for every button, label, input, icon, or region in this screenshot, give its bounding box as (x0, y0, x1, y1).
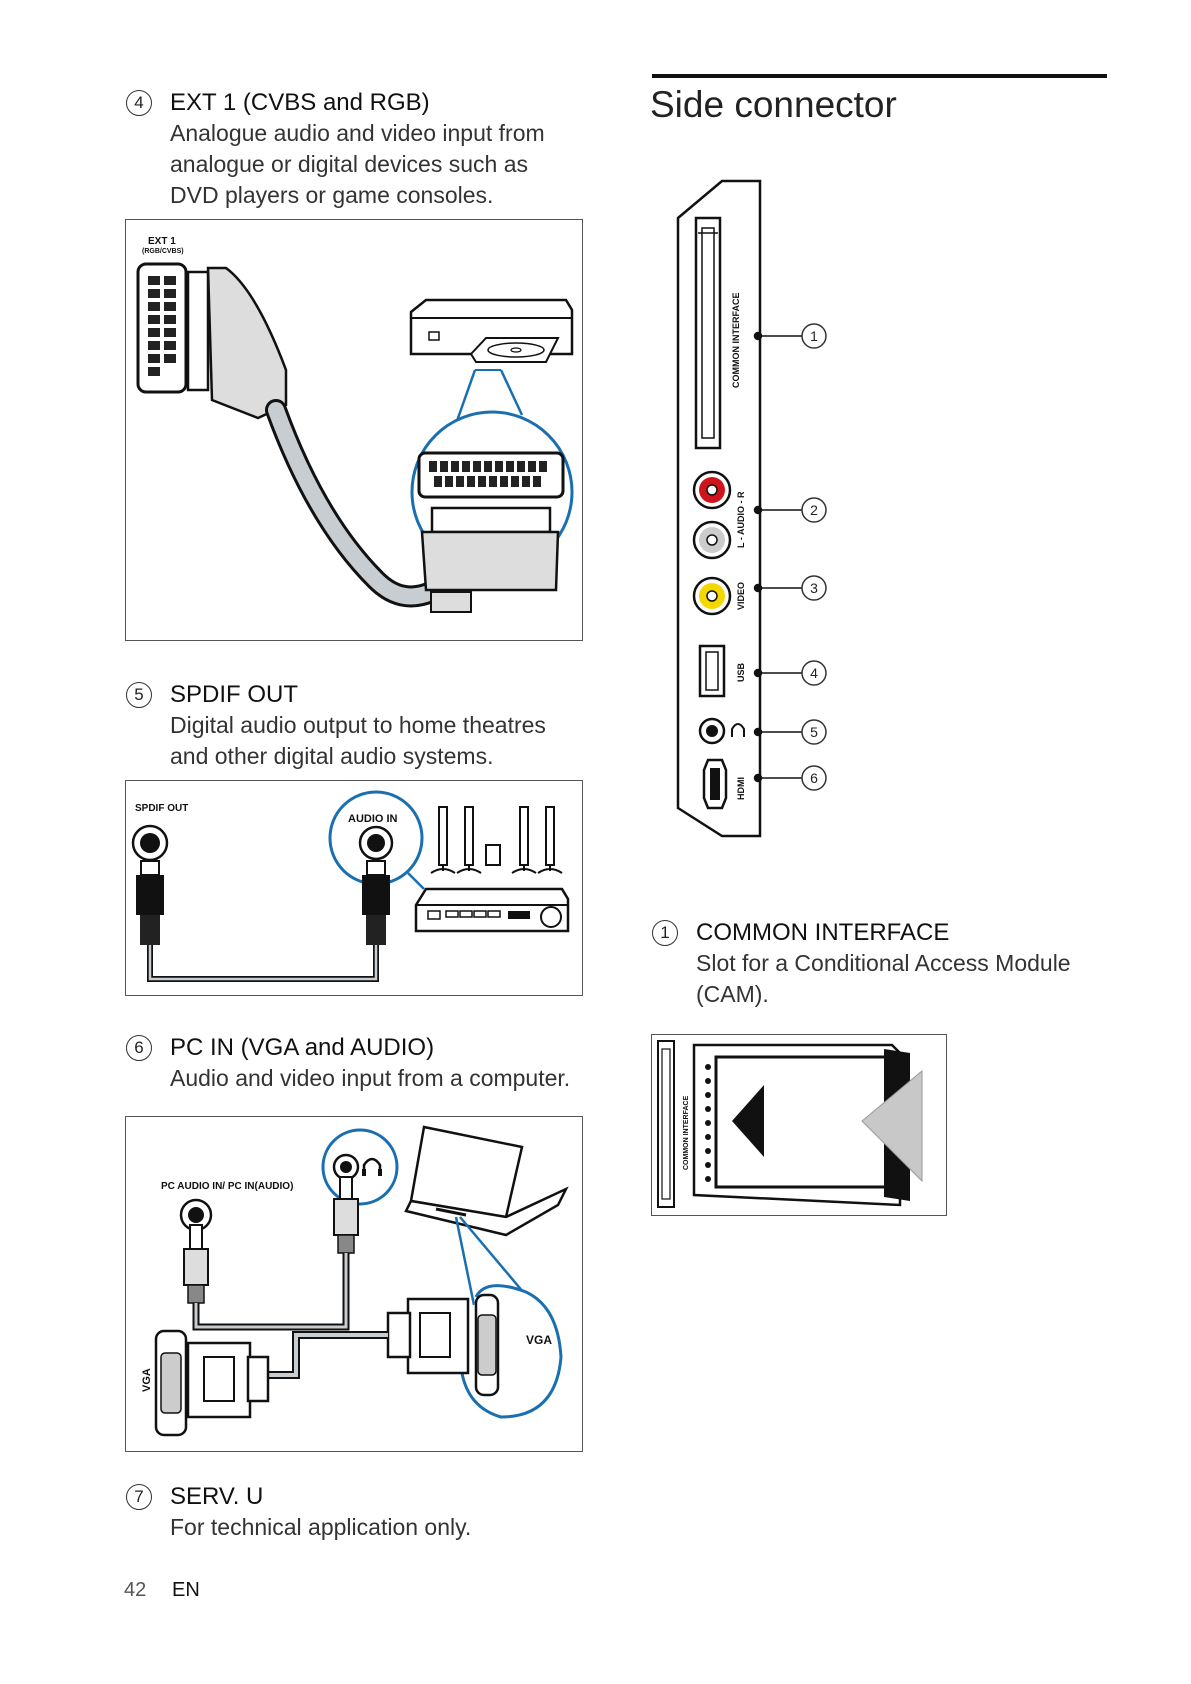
item-number-4: 4 (126, 90, 152, 116)
audio-cable (194, 1253, 348, 1329)
spdif-out-label: SPDIF OUT (135, 803, 188, 814)
item-heading-servu: SERV. U (170, 1483, 264, 1510)
figure-spdif: SPDIF OUT AUDIO IN (125, 780, 583, 996)
item-number-7: 7 (126, 1484, 152, 1510)
direction-arrow-icon (861, 1069, 923, 1183)
usb-panel-label: USB (736, 662, 746, 682)
callout-3: 3 (810, 580, 818, 596)
audio-in-label: AUDIO IN (348, 813, 398, 825)
audio-panel-label: L - AUDIO - R (736, 491, 746, 548)
callout-1: 1 (810, 328, 818, 344)
ext1-sublabel: (RGB/CVBS) (142, 248, 184, 255)
side-connector-diagram: COMMON INTERFACE L - AUDIO - R VIDEO USB… (672, 178, 962, 842)
insert-arrow-icon (732, 1085, 764, 1157)
item-desc-ci: Slot for a Conditional Access Module (CA… (696, 950, 1071, 1007)
vga-label-left: VGA (141, 1368, 153, 1392)
language-code: EN (172, 1579, 200, 1601)
ci-panel-label: COMMON INTERFACE (731, 293, 741, 389)
cam-ci-label: COMMON INTERFACE (683, 1095, 690, 1170)
callout-5: 5 (810, 724, 818, 740)
item-desc-pcin: Audio and video input from a computer. (170, 1065, 571, 1091)
speakers-icon (430, 806, 563, 874)
figure-pc-in: PC AUDIO IN/ PC IN(AUDIO) VGA (125, 1116, 583, 1452)
callout-2: 2 (810, 502, 818, 518)
item-desc-ext1: Analogue audio and video input from anal… (170, 120, 545, 208)
item-heading-pcin: PC IN (VGA and AUDIO) (170, 1034, 435, 1061)
vga-label-right: VGA (526, 1333, 552, 1347)
av-receiver-icon (414, 887, 570, 933)
vga-cable (256, 1333, 388, 1377)
headphone-icon (362, 1157, 382, 1173)
item-number-5: 5 (126, 682, 152, 708)
ext1-label: EXT 1 (148, 236, 176, 247)
item-heading-ci: COMMON INTERFACE (696, 919, 950, 946)
section-title: Side connector (650, 84, 897, 125)
video-panel-label: VIDEO (736, 582, 746, 610)
scart-plug-icon (206, 266, 288, 420)
spdif-cable (148, 945, 378, 981)
scart-socket-icon (136, 262, 188, 394)
figure-cam-insert: COMMON INTERFACE (651, 1034, 947, 1216)
item-number-ci: 1 (652, 920, 678, 946)
callout-6: 6 (810, 770, 818, 786)
scart-cable (268, 402, 439, 605)
item-heading-ext1: EXT 1 (CVBS and RGB) (170, 89, 430, 116)
item-desc-spdif: Digital audio output to home theatres an… (170, 712, 546, 769)
pc-audio-label: PC AUDIO IN/ PC IN(AUDIO) (161, 1181, 293, 1192)
section-rule (652, 74, 1107, 78)
headphone-symbol-icon (731, 723, 745, 737)
item-number-6: 6 (126, 1035, 152, 1061)
hdmi-panel-label: HDMI (736, 777, 746, 800)
item-desc-servu: For technical application only. (170, 1514, 472, 1540)
figure-ext1-scart: EXT 1 (RGB/CVBS) (125, 219, 583, 641)
page-number: 42 (124, 1579, 147, 1601)
callout-4: 4 (810, 665, 818, 681)
item-heading-spdif: SPDIF OUT (170, 681, 299, 708)
